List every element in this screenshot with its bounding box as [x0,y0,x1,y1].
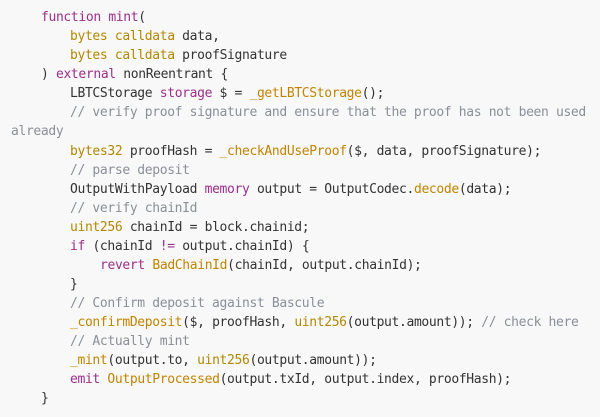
code-token-plain: (chainId [84,239,160,254]
code-line: _confirmDeposit($, proofHash, uint256(ou… [70,313,579,332]
code-line: if (chainId != output.chainId) { [70,237,310,256]
code-line: function mint( [41,8,146,27]
code-token-func: decode [413,182,459,197]
code-token-comment: already [11,124,64,139]
code-token-plain: output = OutputCodec. [249,182,414,197]
code-token-comment: // verify proof signature and ensure tha… [70,105,586,120]
code-token-plain: (); [361,86,385,101]
code-token-plain: (output.txId, output.index, proofHash); [219,372,512,387]
code-token-func: OutputProcessed [107,372,220,387]
code-line: uint256 chainId = block.chainid; [70,218,310,237]
code-line: } [70,275,78,294]
code-token-func: BadChainId [152,258,228,273]
code-token-comment: // parse deposit [70,163,190,178]
code-token-punct: ( [138,10,146,25]
code-token-plain: ($, data, proofSignature); [346,144,542,159]
code-line: _mint(output.to, uint256(output.amount))… [70,351,377,370]
code-line: // verify chainId [70,199,197,218]
code-token-type: uint256 [294,315,347,330]
code-line: ) external nonReentrant { [41,65,228,84]
code-token-keyword: != [159,239,175,254]
code-token-plain: LBTCStorage [70,86,160,101]
code-token-comment: // verify chainId [70,201,198,216]
code-token-func: _checkAndUseProof [219,144,347,159]
code-token-func: _mint [70,353,108,368]
code-line: // Confirm deposit against Bascule [70,294,325,313]
code-token-comment: // Actually mint [70,334,190,349]
code-token-plain: ($, proofHash, [182,315,295,330]
code-line: bytes calldata proofSignature [70,46,287,65]
code-token-plain: output.chainId) { [174,239,310,254]
code-token-type: uint256 [70,220,123,235]
code-line: // parse deposit [70,161,190,180]
code-token-keyword: memory [204,182,250,197]
code-line: LBTCStorage storage $ = _getLBTCStorage(… [70,84,384,103]
code-token-keyword: mint [108,10,139,25]
code-token-keyword: function [41,10,101,25]
code-token-plain: data, [174,29,220,44]
code-token-plain: $ = [212,86,250,101]
code-token-punct: ) [41,67,56,82]
code-token-plain: (output.to, [107,353,198,368]
code-line: bytes calldata data, [70,27,220,46]
code-token-plain [107,48,114,63]
code-token-keyword: external [55,67,116,82]
code-token-plain: (output.amount)); [249,353,377,368]
code-token-plain: proofSignature [174,48,287,63]
code-line: emit OutputProcessed(output.txId, output… [70,370,512,389]
code-token-keyword: if [70,239,85,254]
code-token-keyword: emit [70,372,100,387]
code-token-keyword: revert [100,258,145,273]
code-line: } [41,389,49,408]
code-line: already [11,122,64,141]
code-token-type: calldata [114,48,175,63]
code-token-type: bytes [70,29,108,44]
code-token-plain: proofHash = [122,144,220,159]
code-token-type: uint256 [197,353,250,368]
code-token-plain: nonReentrant { [115,67,228,82]
code-token-type: calldata [114,29,175,44]
code-token-type: bytes32 [70,144,123,159]
code-token-func: _getLBTCStorage [249,86,362,101]
code-line: OutputWithPayload memory output = Output… [70,180,512,199]
code-token-comment: // Confirm deposit against Bascule [70,296,325,311]
code-token-plain: (data); [458,182,512,197]
code-token-func: _confirmDeposit [70,315,183,330]
code-token-type: bytes [70,48,108,63]
code-token-plain [107,29,114,44]
code-token-punct: } [70,277,78,292]
code-token-plain: (chainId, output.chainId); [227,258,422,273]
code-line: // Actually mint [70,332,190,351]
code-token-plain: chainId = block.chainid; [122,220,310,235]
code-token-plain: OutputWithPayload [70,182,205,197]
code-line: revert BadChainId(chainId, output.chainI… [100,256,422,275]
code-token-punct: } [41,391,49,406]
code-token-keyword: storage [159,86,213,101]
code-line: bytes32 proofHash = _checkAndUseProof($,… [70,142,541,161]
code-line: // verify proof signature and ensure tha… [70,103,586,122]
code-token-comment: // check here [481,315,579,330]
code-token-plain: (output.amount)); [346,315,482,330]
